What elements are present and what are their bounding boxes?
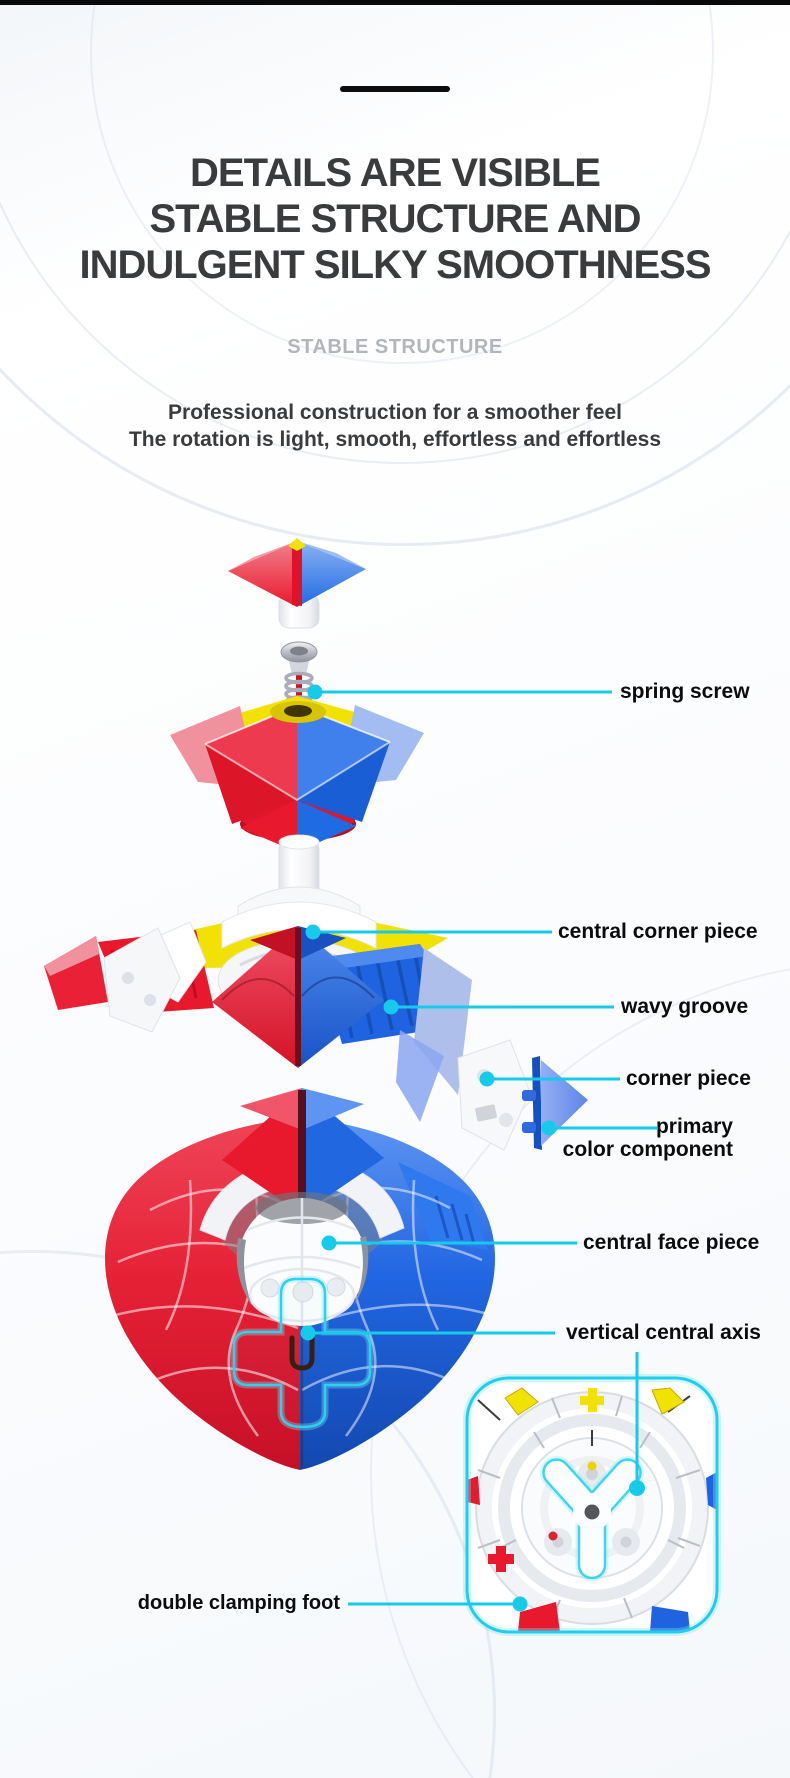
section-eyebrow: STABLE STRUCTURE bbox=[287, 336, 503, 358]
inset-border bbox=[465, 1376, 719, 1634]
callout-lines bbox=[308, 690, 657, 1606]
callout-label-double-clamping-foot: double clamping foot bbox=[137, 1592, 340, 1614]
callout-label-primary-color-component: primary color component bbox=[563, 1115, 733, 1161]
middle-layer bbox=[44, 886, 588, 1151]
top-corner-piece bbox=[228, 538, 366, 629]
callout-label-central-face-piece: central face piece bbox=[583, 1231, 760, 1254]
title-line-3: INDULGENT SILKY SMOOTHNESS bbox=[79, 243, 711, 287]
callout-dot bbox=[541, 1120, 557, 1136]
callout-dot bbox=[300, 1325, 316, 1341]
front-corner-pyramid bbox=[212, 926, 384, 1068]
callout-dots bbox=[300, 684, 645, 1612]
description-line-2: The rotation is light, smooth, effortles… bbox=[128, 428, 662, 451]
magnifier-inset bbox=[463, 1374, 721, 1636]
callout-dot bbox=[305, 924, 321, 940]
callout-dot bbox=[321, 1235, 337, 1251]
title-divider-dash bbox=[340, 86, 450, 92]
callout-dot bbox=[512, 1596, 528, 1612]
top-black-bar bbox=[0, 0, 790, 5]
section-description: Professional construction for a smoother… bbox=[0, 399, 790, 453]
central-corner-post bbox=[278, 834, 320, 895]
spring-screw-part bbox=[280, 641, 318, 707]
primary-color-component-line-1: primary bbox=[655, 1115, 733, 1138]
axis-highlight-outline bbox=[230, 1275, 374, 1431]
callout-dot bbox=[629, 1480, 645, 1496]
callout-label-wavy-groove: wavy groove bbox=[621, 995, 749, 1018]
main-cube bbox=[104, 1088, 496, 1470]
callout-dot bbox=[383, 999, 399, 1015]
callout-label-corner-piece: corner piece bbox=[626, 1067, 751, 1090]
callout-label-vertical-central-axis: vertical central axis bbox=[566, 1321, 761, 1344]
description-line-1: Professional construction for a smoother… bbox=[168, 401, 622, 424]
page-title: DETAILS ARE VISIBLE STABLE STRUCTURE AND… bbox=[0, 150, 790, 288]
callout-dot bbox=[479, 1071, 495, 1087]
title-line-1: DETAILS ARE VISIBLE bbox=[190, 151, 601, 195]
title-line-2: STABLE STRUCTURE AND bbox=[149, 197, 641, 241]
upper-corner-assembly bbox=[170, 696, 424, 852]
mechanism-ball bbox=[236, 1192, 369, 1326]
corner-piece-bracket bbox=[396, 1030, 531, 1151]
primary-color-component-line-2: color component bbox=[562, 1138, 733, 1161]
callout-label-central-corner-piece: central corner piece bbox=[558, 920, 758, 943]
callout-label-spring-screw: spring screw bbox=[620, 680, 750, 703]
callout-dot bbox=[307, 684, 323, 700]
vertical-axis-y-piece bbox=[540, 1456, 644, 1582]
